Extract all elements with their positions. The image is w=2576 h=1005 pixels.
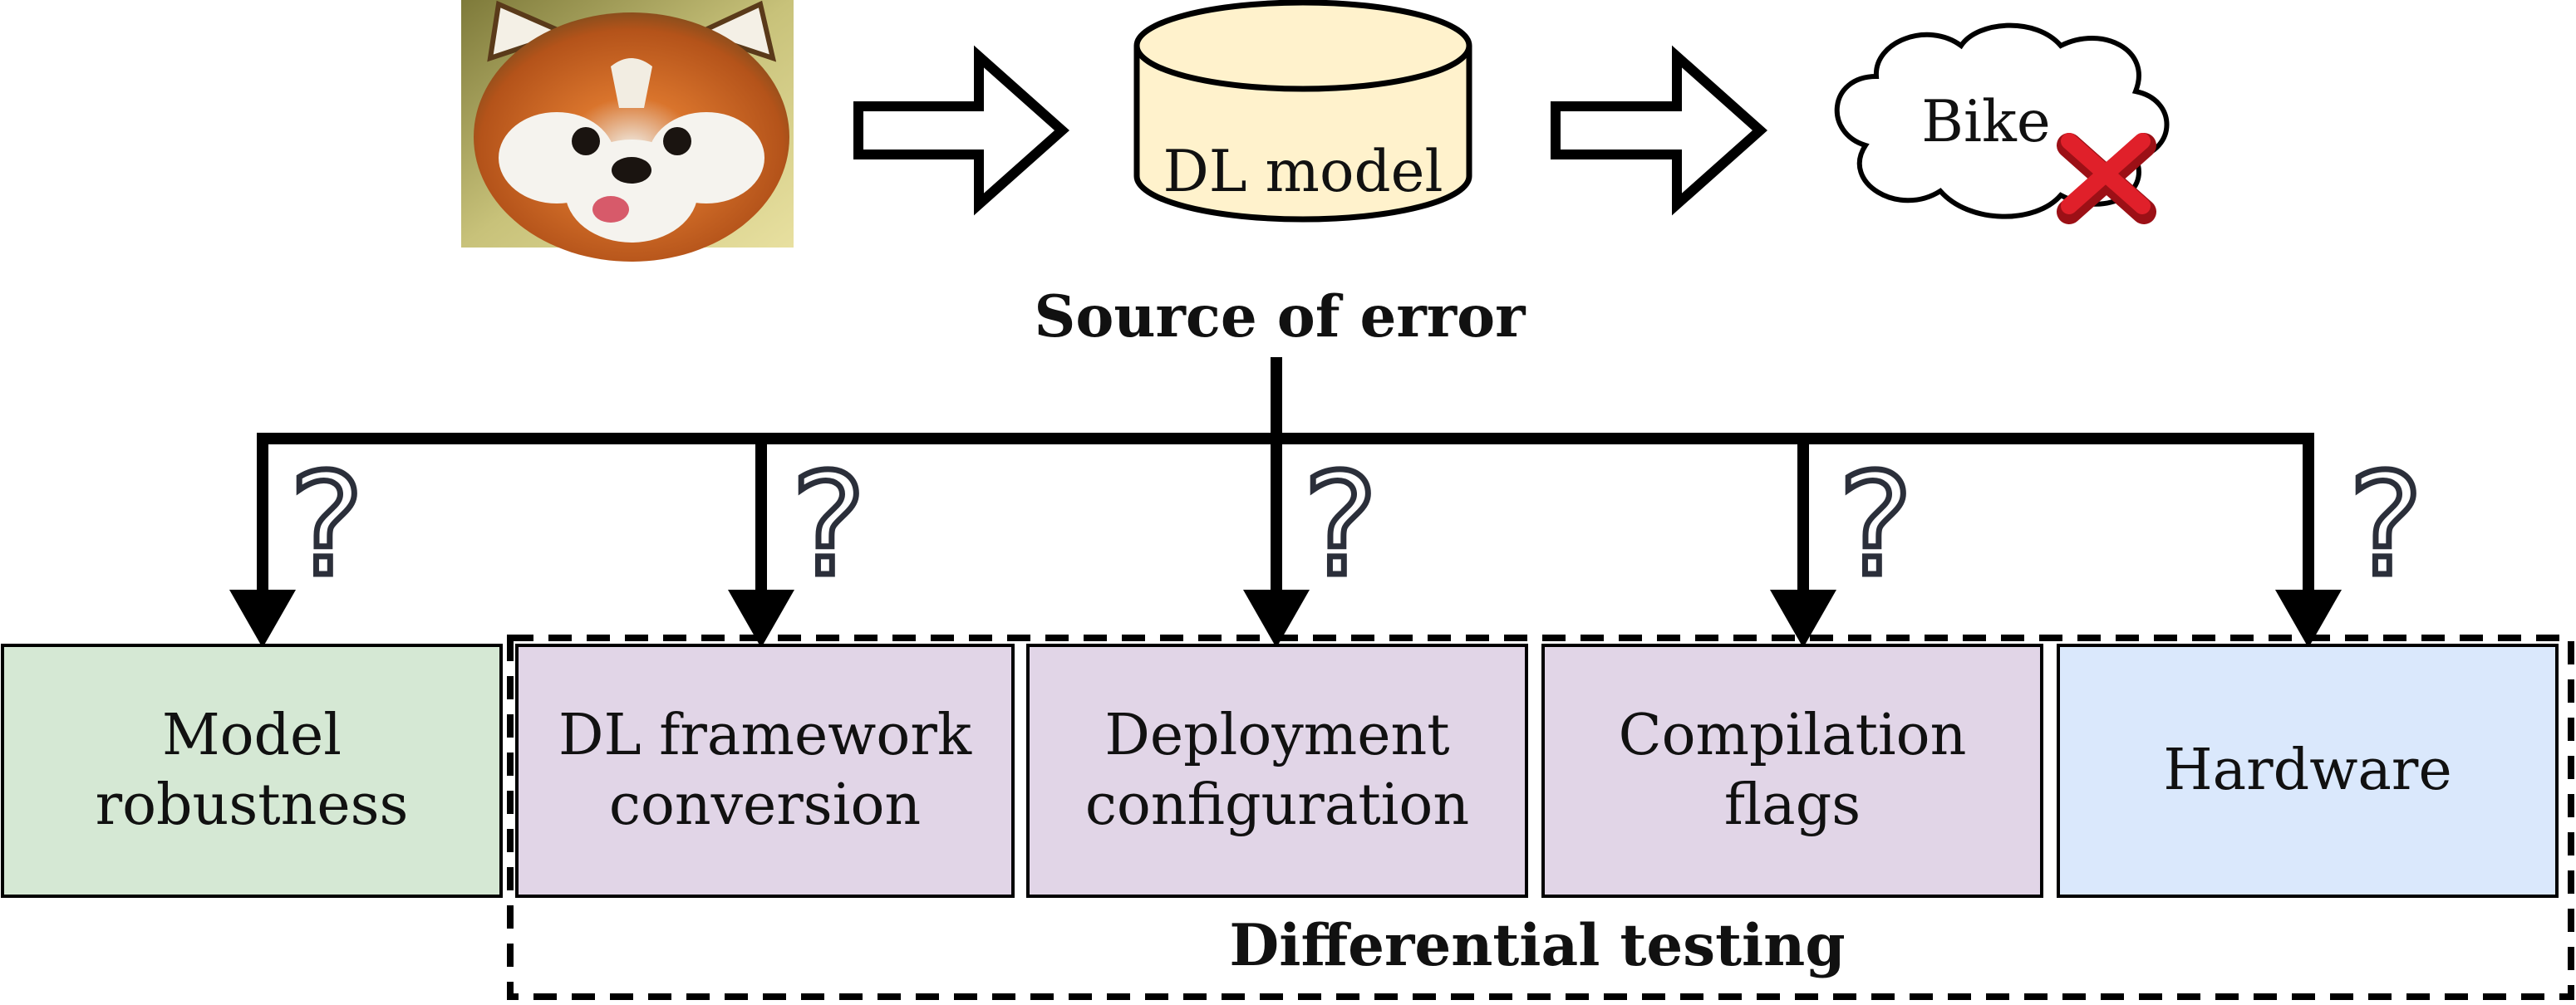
- box-dl-framework: [515, 644, 1015, 898]
- box-line: flags: [1723, 772, 1861, 838]
- box-line: Model: [161, 703, 342, 768]
- differential-testing-group: [507, 635, 2574, 1000]
- box-model-robustness: [1, 644, 503, 898]
- red-panda-photo: [461, 0, 794, 262]
- differential-testing-label: Differential testing: [1229, 912, 1846, 979]
- box-label-dl-framework: DL framework conversion: [517, 645, 1013, 896]
- box-line: Hardware: [2163, 738, 2452, 803]
- box-label-hardware: Hardware: [2058, 645, 2557, 896]
- arrowheads: [229, 590, 2342, 648]
- box-line: Compilation: [1618, 703, 1967, 768]
- box-compilation: [1541, 644, 2043, 898]
- box-line: conversion: [608, 772, 922, 838]
- box-hardware: [2057, 644, 2559, 898]
- question-icon: ?: [1835, 444, 1915, 608]
- dl-model-cylinder: [1133, 0, 1472, 223]
- box-line: configuration: [1084, 772, 1470, 838]
- question-icon: ?: [788, 444, 868, 608]
- question-icon: ?: [2345, 444, 2426, 608]
- box-line: DL framework: [558, 703, 972, 768]
- box-label-deployment: Deployment configuration: [1028, 645, 1526, 896]
- wrong-x-icon: [2057, 133, 2156, 224]
- connector-lines: [257, 357, 2314, 598]
- question-icon: ?: [1300, 444, 1380, 608]
- right-arrow-icon: [1551, 45, 1768, 216]
- box-line: Deployment: [1104, 703, 1450, 768]
- source-of-error-title: Source of error: [1034, 283, 1526, 351]
- dl-model-label: DL model: [1163, 139, 1443, 205]
- box-label-compilation: Compilation flags: [1543, 645, 2042, 896]
- box-deployment: [1026, 644, 1528, 898]
- box-label-model-robustness: Model robustness: [2, 645, 501, 896]
- prediction-label: Bike: [1921, 89, 2051, 155]
- right-arrow-icon: [853, 45, 1070, 216]
- box-line: robustness: [95, 772, 409, 838]
- question-icon: ?: [286, 444, 366, 608]
